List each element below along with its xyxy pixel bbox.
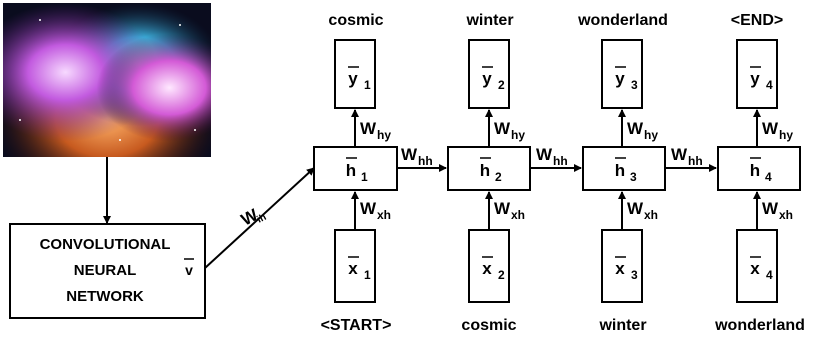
image-vector-label: v [185, 262, 193, 278]
hidden-idx-3: 3 [630, 170, 637, 184]
svg-text:xh: xh [377, 208, 391, 222]
input-idx-4: 4 [766, 268, 773, 282]
svg-text:W: W [762, 119, 779, 138]
wih-label: W ih [238, 205, 268, 230]
svg-text:W: W [627, 119, 644, 138]
whh-label-3: W hh [671, 145, 703, 168]
svg-text:W: W [627, 199, 644, 218]
hidden-idx-4: 4 [765, 170, 772, 184]
input-var-1: x [348, 259, 358, 278]
svg-text:hy: hy [511, 128, 525, 142]
input-var-4: x [750, 259, 760, 278]
input-idx-2: 2 [498, 268, 505, 282]
svg-text:W: W [536, 145, 553, 164]
svg-text:hh: hh [418, 154, 433, 168]
input-word-1: <START> [321, 317, 392, 334]
input-word-2: cosmic [461, 317, 516, 334]
output-var-2: y [482, 69, 492, 88]
output-var-4: y [750, 69, 760, 88]
svg-text:hh: hh [688, 154, 703, 168]
svg-text:hy: hy [644, 128, 658, 142]
time-step-1: cosmic y 1 W hy h 1 W xh x 1 <START> [314, 12, 397, 334]
cnn-box: CONVOLUTIONAL NEURAL NETWORK v [10, 224, 205, 318]
hidden-var-4: h [750, 161, 760, 180]
output-idx-3: 3 [631, 78, 638, 92]
output-var-1: y [348, 69, 358, 88]
svg-text:W: W [671, 145, 688, 164]
output-var-3: y [615, 69, 625, 88]
input-word-3: winter [598, 317, 646, 334]
svg-text:W: W [360, 119, 377, 138]
output-word-3: wonderland [577, 12, 668, 29]
svg-text:W: W [494, 199, 511, 218]
hidden-idx-1: 1 [361, 170, 368, 184]
svg-text:hy: hy [377, 128, 391, 142]
svg-text:xh: xh [779, 208, 793, 222]
input-idx-1: 1 [364, 268, 371, 282]
svg-text:xh: xh [511, 208, 525, 222]
svg-text:W: W [762, 199, 779, 218]
cnn-label-line-1: CONVOLUTIONAL [40, 236, 171, 253]
svg-text:hy: hy [779, 128, 793, 142]
time-step-4: <END> y 4 W hy h 4 W xh x 4 wonderland [714, 12, 805, 334]
hidden-idx-2: 2 [495, 170, 502, 184]
whh-label-2: W hh [536, 145, 568, 168]
svg-text:hh: hh [553, 154, 568, 168]
input-var-3: x [615, 259, 625, 278]
svg-text:W: W [401, 145, 418, 164]
nebula-image [3, 3, 211, 157]
svg-text:xh: xh [644, 208, 658, 222]
output-word-4: <END> [731, 12, 783, 29]
hidden-var-3: h [615, 161, 625, 180]
svg-text:W: W [360, 199, 377, 218]
output-idx-4: 4 [766, 78, 773, 92]
hidden-var-2: h [480, 161, 490, 180]
input-idx-3: 3 [631, 268, 638, 282]
cnn-label-line-2: NEURAL [74, 262, 137, 279]
output-idx-1: 1 [364, 78, 371, 92]
input-var-2: x [482, 259, 492, 278]
whh-label-1: W hh [401, 145, 433, 168]
output-idx-2: 2 [498, 78, 505, 92]
input-word-4: wonderland [714, 317, 805, 334]
output-word-2: winter [465, 12, 513, 29]
output-word-1: cosmic [328, 12, 383, 29]
time-step-3: wonderland y 3 W hy h 3 W xh x 3 winter [577, 12, 668, 334]
hidden-var-1: h [346, 161, 356, 180]
time-step-2: winter y 2 W hy h 2 W xh x 2 cosmic [448, 12, 530, 334]
svg-text:W: W [494, 119, 511, 138]
cnn-label-line-3: NETWORK [66, 288, 144, 305]
